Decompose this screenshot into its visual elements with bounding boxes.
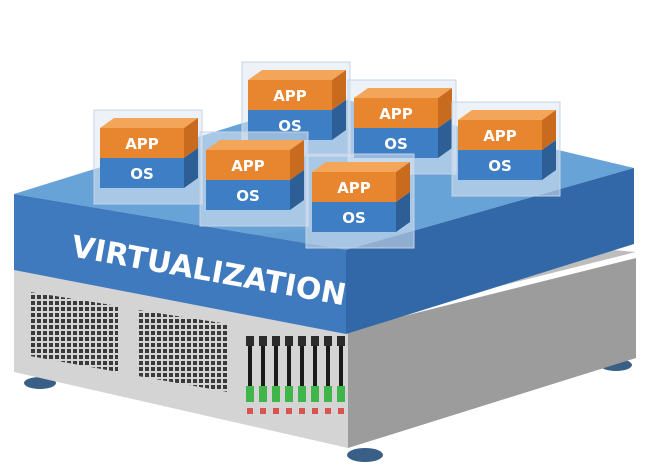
drive-bay-slot: [339, 346, 343, 386]
server-foot: [24, 377, 56, 389]
os-layer-side: [290, 170, 304, 210]
vm-box: APP OS: [93, 109, 203, 205]
drive-led-red: [338, 408, 344, 414]
drive-led-red: [273, 408, 279, 414]
app-layer-side: [542, 110, 556, 150]
os-layer-side: [396, 192, 410, 232]
drive-led-green: [259, 386, 267, 402]
app-layer-top: [206, 140, 304, 150]
os-label: OS: [342, 209, 366, 227]
app-layer-top: [458, 110, 556, 120]
app-label: APP: [125, 135, 159, 153]
app-layer-top: [100, 118, 198, 128]
server-right-face: [348, 258, 636, 448]
drive-bay-handle: [285, 336, 293, 346]
drive-bay-handle: [259, 336, 267, 346]
drive-led-green: [337, 386, 345, 402]
app-layer-side: [396, 162, 410, 202]
drive-led-green: [246, 386, 254, 402]
drive-led-red: [312, 408, 318, 414]
os-layer: [458, 150, 542, 180]
app-layer-side: [184, 118, 198, 158]
app-layer-top: [354, 88, 452, 98]
app-layer-side: [290, 140, 304, 180]
vm-box: APP OS: [451, 101, 561, 197]
os-label: OS: [130, 165, 154, 183]
app-layer-top: [312, 162, 410, 172]
drive-led-red: [260, 408, 266, 414]
app-layer: [354, 98, 438, 128]
drive-led-green: [285, 386, 293, 402]
drive-bay-slot: [326, 346, 330, 386]
drive-led-red: [247, 408, 253, 414]
drive-bay-handle: [324, 336, 332, 346]
drive-bay-slot: [287, 346, 291, 386]
os-layer-side: [332, 100, 346, 140]
app-layer: [206, 150, 290, 180]
platform-left-face: [14, 194, 346, 334]
drive-bay-handle: [246, 336, 254, 346]
app-label: APP: [483, 127, 517, 145]
app-layer-side: [438, 88, 452, 128]
platform-right-face: [346, 168, 634, 334]
drive-bay-handle: [337, 336, 345, 346]
drive-led-green: [311, 386, 319, 402]
vm-box: APP OS: [305, 153, 415, 249]
os-layer: [206, 180, 290, 210]
os-label: OS: [236, 187, 260, 205]
os-label: OS: [488, 157, 512, 175]
app-layer: [100, 128, 184, 158]
app-layer: [248, 80, 332, 110]
center-vent-grille: [138, 310, 228, 392]
vm-boxes: APP OS APP OS APP OS APP OS APP OS APP OS: [93, 61, 561, 249]
os-layer: [354, 128, 438, 158]
drive-led-green: [298, 386, 306, 402]
os-layer: [312, 202, 396, 232]
drive-bay-slot: [261, 346, 265, 386]
app-label: APP: [231, 157, 265, 175]
os-label: OS: [278, 117, 302, 135]
drive-led-green: [324, 386, 332, 402]
drive-bay-handle: [298, 336, 306, 346]
drive-bay-slot: [300, 346, 304, 386]
app-layer-side: [332, 70, 346, 110]
app-label: APP: [337, 179, 371, 197]
app-layer-top: [248, 70, 346, 80]
app-layer: [312, 172, 396, 202]
drive-led-green: [272, 386, 280, 402]
drive-bays: [246, 336, 345, 414]
app-label: APP: [379, 105, 413, 123]
app-label: APP: [273, 87, 307, 105]
drive-bay-slot: [248, 346, 252, 386]
drive-led-red: [325, 408, 331, 414]
drive-led-red: [299, 408, 305, 414]
server-foot: [347, 448, 383, 462]
os-layer-side: [542, 140, 556, 180]
app-layer: [458, 120, 542, 150]
os-layer-side: [438, 118, 452, 158]
drive-bay-slot: [313, 346, 317, 386]
drive-bay-handle: [311, 336, 319, 346]
vm-box: APP OS: [199, 131, 309, 227]
os-layer: [100, 158, 184, 188]
left-vent-grille: [30, 292, 118, 372]
drive-led-red: [286, 408, 292, 414]
drive-bay-slot: [274, 346, 278, 386]
os-layer-side: [184, 148, 198, 188]
os-label: OS: [384, 135, 408, 153]
vm-box: APP OS: [347, 79, 457, 175]
drive-bay-handle: [272, 336, 280, 346]
